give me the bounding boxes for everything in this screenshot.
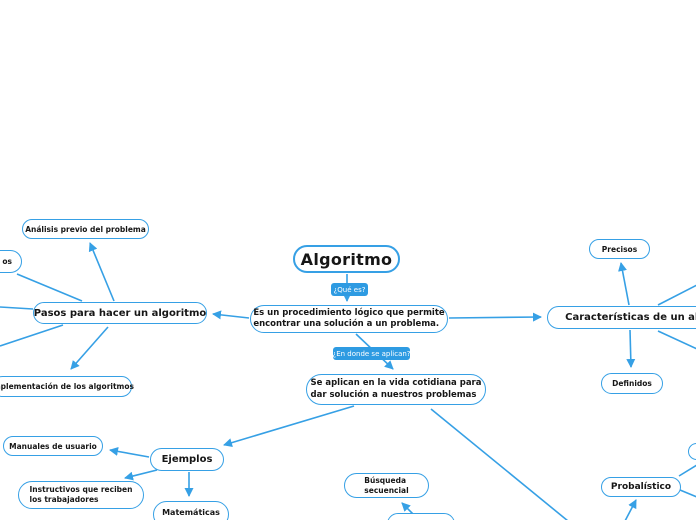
relation-badge-donde-aplican-label: ¿En donde se aplican?	[332, 349, 411, 358]
topic-analisis-previo-label: Análisis previo del problema	[25, 224, 146, 234]
edge-definition-pasos	[212, 310, 250, 320]
edge-caracteristicas-definidos	[626, 329, 636, 368]
topic-analisis-previo[interactable]: Análisis previo del problema	[22, 219, 149, 239]
edge-pasos-implementacion	[70, 326, 109, 370]
topic-aplicacion-line1: Se aplican en la vida cotidiana para	[310, 378, 482, 389]
edge-ejemplos-instructivos	[124, 469, 158, 481]
topic-algoritmo-label: Algoritmo	[300, 249, 393, 269]
topic-definidos[interactable]: Definidos	[601, 373, 663, 394]
topic-busqueda-line1: Búsqueda	[364, 475, 407, 485]
edge-definition-caracteristicas	[448, 312, 542, 322]
edge-offscreen-probalistico	[624, 499, 637, 520]
edge-caracteristicas-precisos	[618, 262, 630, 306]
topic-busqueda-line2: secuencial	[364, 485, 409, 495]
edge-ejemplos-manuales	[109, 446, 150, 458]
topic-busqueda[interactable]: Búsqueda secuencial	[344, 473, 429, 498]
topic-manuales[interactable]: Manuales de usuario	[3, 436, 103, 456]
edge-rightpartial-probalistico	[678, 464, 696, 477]
topic-aplicacion-line2: dar solución a nuestros problemas	[310, 389, 477, 400]
topic-precisos[interactable]: Precisos	[589, 239, 650, 259]
topic-ejemplos-label: Ejemplos	[161, 454, 213, 465]
relation-badge-que-es-label: ¿Qué es?	[333, 285, 366, 294]
topic-partial-left[interactable]: os	[0, 250, 22, 273]
topic-instructivos[interactable]: Instructivos que reciben los trabajadore…	[18, 481, 144, 509]
topic-ejemplos[interactable]: Ejemplos	[150, 448, 224, 471]
topic-precisos-label: Precisos	[601, 244, 638, 254]
edge-caracteristicas-offscreen-upright	[657, 284, 696, 306]
edge-caracteristicas-offscreen-downright	[657, 330, 696, 350]
topic-definicion[interactable]: Es un procedimiento lógico que permite e…	[250, 305, 448, 333]
topic-definidos-label: Definidos	[612, 379, 652, 388]
topic-probalistico-label: Probalístico	[610, 482, 672, 492]
edge-pasos-analisis	[88, 242, 115, 302]
edge-pasos-partial-left	[16, 273, 83, 302]
topic-aplicacion[interactable]: Se aplican en la vida cotidiana para dar…	[306, 374, 486, 405]
topic-partial-left-label: os	[2, 257, 12, 266]
topic-instructivos-line2: los trabajadores	[29, 495, 99, 504]
topic-implementacion[interactable]: Implementación de los algoritmos	[0, 376, 134, 397]
topic-pasos[interactable]: Pasos para hacer un algoritmo	[33, 302, 207, 324]
edge-probalistico-offscreen-right	[679, 489, 696, 498]
topic-caracteristicas-label: Características de un algoritmo	[565, 312, 696, 323]
edge-application-offscreen-bottom	[430, 408, 569, 520]
topic-partial-bottom[interactable]	[387, 513, 455, 520]
edge-pasos-offscreen-lowerleft	[0, 324, 64, 347]
topic-manuales-label: Manuales de usuario	[9, 441, 97, 451]
topic-definicion-line1: Es un procedimiento lógico que permite	[253, 307, 445, 318]
topic-algoritmo[interactable]: Algoritmo	[293, 245, 400, 273]
topic-implementacion-label: Implementación de los algoritmos	[0, 382, 134, 391]
topic-caracteristicas[interactable]: Características de un algoritmo	[547, 306, 696, 329]
topic-probalistico[interactable]: Probalístico	[601, 477, 681, 497]
topic-matematicas-label: Matemáticas	[162, 508, 220, 517]
relation-badge-donde-aplican[interactable]: ¿En donde se aplican?	[332, 347, 411, 360]
edge-application-ejemplos	[223, 405, 355, 448]
edge-pasos-offscreen-left	[0, 306, 34, 310]
topic-instructivos-line1: Instructivos que reciben	[29, 485, 133, 495]
relation-badge-que-es[interactable]: ¿Qué es?	[331, 283, 368, 296]
topic-pasos-label: Pasos para hacer un algoritmo	[33, 307, 207, 319]
topic-matematicas[interactable]: Matemáticas	[153, 501, 229, 520]
topic-definicion-line2: encontrar una solución a un problema.	[253, 319, 440, 329]
